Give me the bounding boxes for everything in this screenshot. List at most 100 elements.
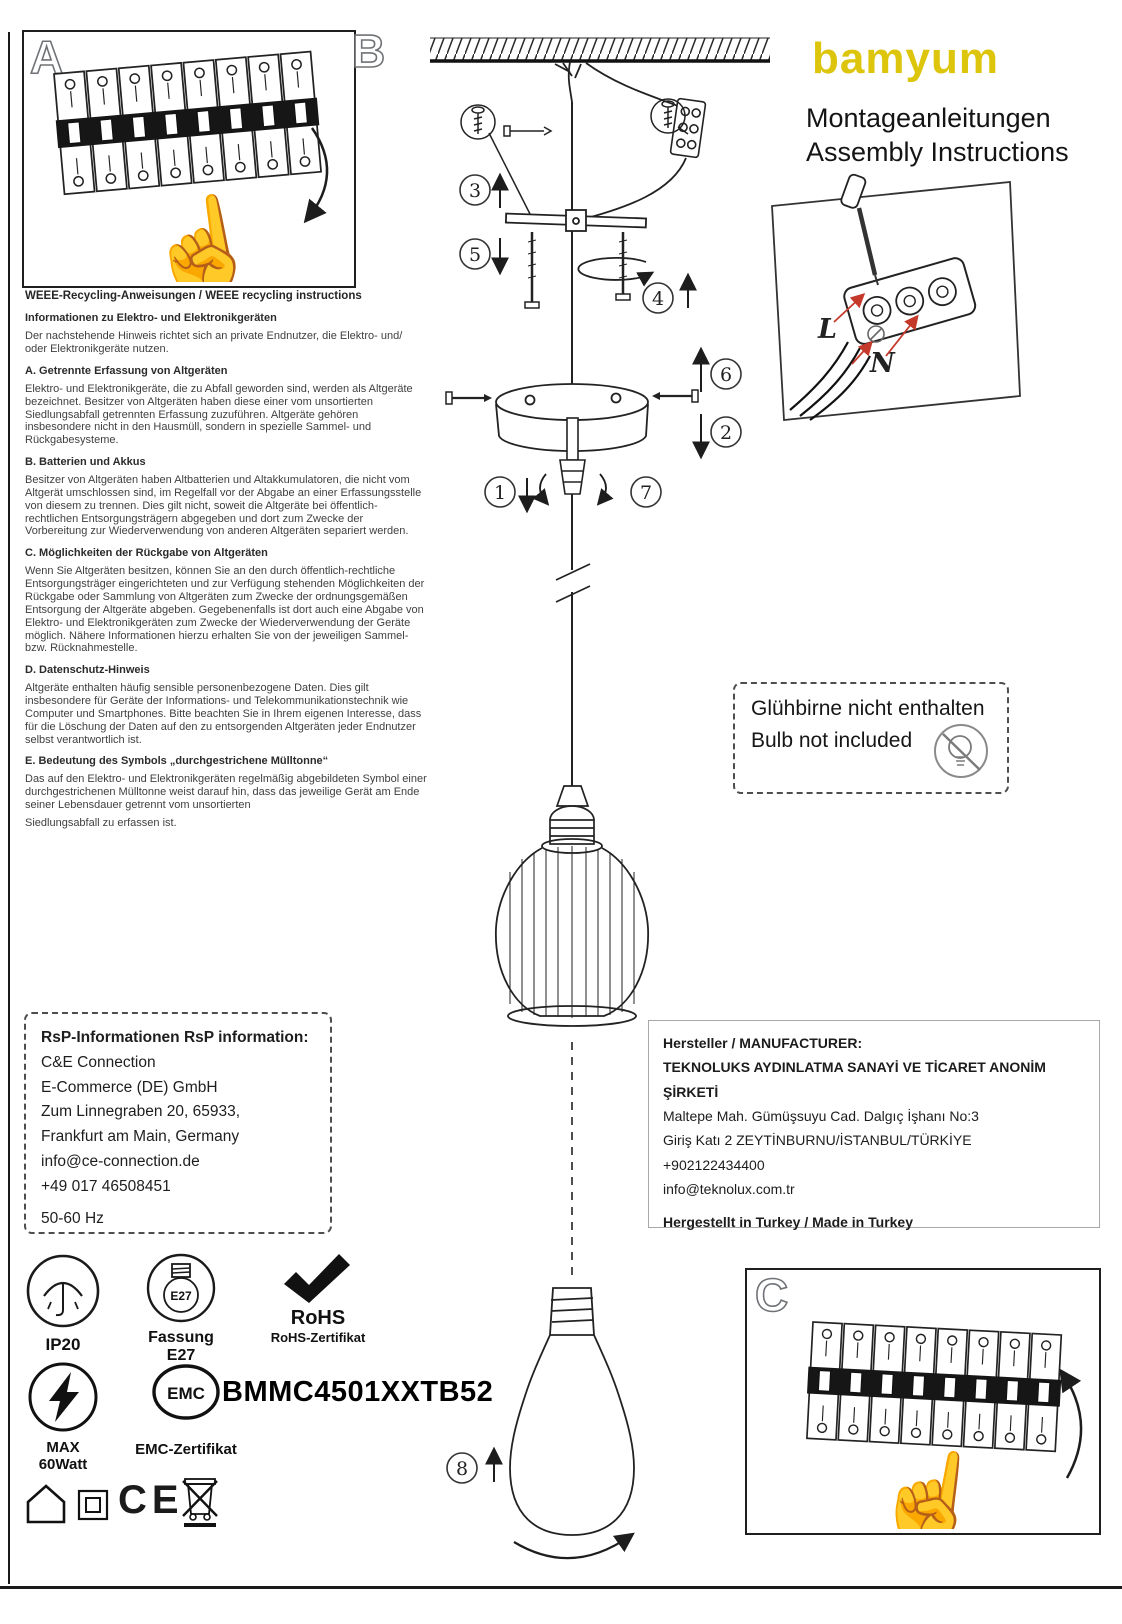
panel-c-illustration: ☝ — [747, 1270, 1083, 1529]
ip20-icon — [26, 1254, 100, 1328]
rsp-line: C&E Connection — [41, 1053, 156, 1071]
svg-text:6: 6 — [720, 364, 732, 386]
weee-section-b-title: B. Batterien und Akkus — [25, 456, 146, 469]
panel-a-illustration: ☝ — [24, 32, 329, 282]
svg-text:4: 4 — [652, 288, 664, 310]
step-1-badge: 1 — [484, 476, 536, 514]
rsp-heading: RsP-Informationen RsP information: — [41, 1029, 309, 1046]
screw-bulb-arrow — [513, 1532, 635, 1560]
rohs-cert: RoHS RoHS-Zertifikat — [258, 1252, 378, 1345]
rotate-cable-arrow — [577, 256, 655, 287]
screw-callout-left — [460, 104, 531, 215]
socket-cert: E27 Fassung E27 — [136, 1252, 226, 1365]
weee-section-e-title: E. Bedeutung des Symbols „durchgestriche… — [25, 755, 329, 768]
weee-instructions: WEEE-Recycling-Anweisungen / WEEE recycl… — [25, 290, 427, 835]
step-6-badge: 6 — [692, 346, 742, 392]
ip20-cert: IP20 — [22, 1252, 104, 1355]
socket-label: Fassung E27 — [148, 1329, 214, 1364]
supply-wires — [554, 61, 679, 107]
rsp-line: E-Commerce (DE) GmbH — [41, 1078, 218, 1096]
manufacturer-heading: Hersteller / MANUFACTURER: — [663, 1035, 863, 1051]
bracket-screw-left — [524, 232, 540, 309]
lightning-icon — [28, 1362, 98, 1432]
svg-text:1: 1 — [494, 482, 506, 504]
rsp-line: Zum Linnegraben 20, 65933, — [41, 1103, 241, 1121]
weee-section-a-body: Elektro- und Elektronikgeräte, die zu Ab… — [25, 382, 413, 447]
step-4-badge: 4 — [642, 272, 697, 314]
mains-wires — [789, 341, 871, 421]
model-number: BMMC4501XXTB52 — [222, 1376, 494, 1408]
svg-text:8: 8 — [456, 1458, 468, 1480]
mounting-bracket — [504, 209, 648, 232]
manufacturer-company: TEKNOLUKS AYDINLATMA SANAYİ VE TİCARET A… — [663, 1059, 1046, 1100]
bulb-not-included-note: Glühbirne nicht enthalten Bulb not inclu… — [733, 682, 1009, 794]
page-left-rule — [8, 32, 10, 1584]
no-earth-icon — [867, 325, 885, 343]
ce-mark: CE — [118, 1478, 184, 1522]
emc-icon: EMC — [152, 1364, 220, 1420]
manufacturer-address1: Maltepe Mah. Gümüşsuyu Cad. Dalgıç İşhan… — [663, 1108, 979, 1125]
no-bulb-icon — [934, 724, 988, 778]
ip20-label: IP20 — [45, 1335, 81, 1354]
step-2-badge: 2 — [692, 414, 742, 460]
terminal-block — [669, 97, 707, 159]
pointing-hand-icon: ☝ — [134, 181, 270, 282]
svg-text:EMC: EMC — [167, 1384, 205, 1403]
manufacturer-address2: Giriş Katı 2 ZEYTİNBURNU/İSTANBUL/TÜRKİY… — [663, 1132, 972, 1149]
svg-text:E27: E27 — [170, 1289, 192, 1303]
rsp-frequency: 50-60 Hz — [41, 1209, 104, 1227]
step-7-badge: 7 — [630, 476, 662, 508]
manufacturer-email: info@teknolux.com.tr — [663, 1181, 795, 1198]
canopy-stem — [566, 417, 579, 461]
bulb-note-en: Bulb not included — [751, 729, 913, 752]
weee-heading: WEEE-Recycling-Anweisungen / WEEE recycl… — [25, 290, 362, 302]
canopy-screw-right — [652, 389, 699, 403]
svg-text:3: 3 — [469, 180, 481, 202]
canopy-screw-left — [445, 391, 492, 405]
rsp-line: Frankfurt am Main, Germany — [41, 1128, 240, 1146]
wire-label-n: N — [869, 348, 896, 379]
manufacturer-phone: +902122434400 — [663, 1156, 765, 1173]
screwdriver-icon — [840, 173, 879, 286]
rotate-arrow-icon — [1059, 1368, 1083, 1479]
breaker-panel-icon — [805, 1322, 1064, 1452]
step-5-badge: 5 — [459, 238, 509, 276]
emc-cert-label: EMC-Zertifikat — [135, 1441, 237, 1458]
weee-intro: Der nachstehende Hinweis richtet sich an… — [25, 330, 403, 356]
panel-c-label: C — [754, 1269, 789, 1321]
weee-section-e-body: Das auf den Elektro- und Elektronikgerät… — [25, 773, 427, 811]
twist-arrow-right — [596, 473, 614, 506]
svg-text:7: 7 — [640, 482, 652, 504]
weee-section-c-title: C. Möglichkeiten der Rückgabe von Altger… — [25, 547, 268, 560]
title-en: Assembly Instructions — [806, 136, 1069, 167]
double-insulation-icon — [77, 1489, 109, 1521]
weee-bin-icon — [182, 1478, 218, 1527]
assembly-exploded-diagram: 3 5 4 — [430, 37, 770, 1560]
weee-section-c-body: Wenn Sie Altgeräten besitzen, können Sie… — [25, 565, 425, 655]
rotate-arrow-icon — [303, 127, 329, 224]
rsp-info-box: RsP-Informationen RsP information: C&E C… — [24, 1012, 332, 1234]
bracket-screw-right — [615, 232, 631, 301]
panel-b-label: B — [351, 25, 386, 77]
house-icon — [26, 1484, 66, 1524]
brand-logo: bamyum — [812, 34, 999, 83]
weee-section-b-body: Besitzer von Altgeräten haben Altbatteri… — [25, 474, 422, 538]
rohs-label: RoHS — [290, 1307, 346, 1329]
ceiling-hatch — [430, 37, 770, 63]
wire-label-l: L — [817, 314, 837, 345]
weee-subheading: Informationen zu Elektro- und Elektronik… — [25, 312, 277, 325]
max-watt-label: MAX 60Watt — [38, 1439, 88, 1473]
emc-cert: EMC EMC-Zertifikat — [118, 1362, 254, 1458]
panel-c: C ☝ — [745, 1268, 1101, 1535]
manufacturer-box: Hersteller / MANUFACTURER: TEKNOLUKS AYD… — [648, 1020, 1100, 1230]
step-3-badge: 3 — [459, 172, 509, 208]
bulb-note-de: Glühbirne nicht enthalten — [751, 697, 985, 720]
rsp-phone: +49 017 46508451 — [41, 1177, 171, 1195]
glass-shade — [495, 838, 649, 1027]
cord-grip — [559, 459, 586, 495]
made-in-label: Hergestellt in Turkey / Made in Turkey — [663, 1213, 913, 1230]
panel-a: A ☝ — [22, 30, 356, 288]
svg-text:2: 2 — [720, 422, 732, 444]
weee-footer: Siedlungsabfall zu erfassen ist. — [25, 816, 177, 829]
